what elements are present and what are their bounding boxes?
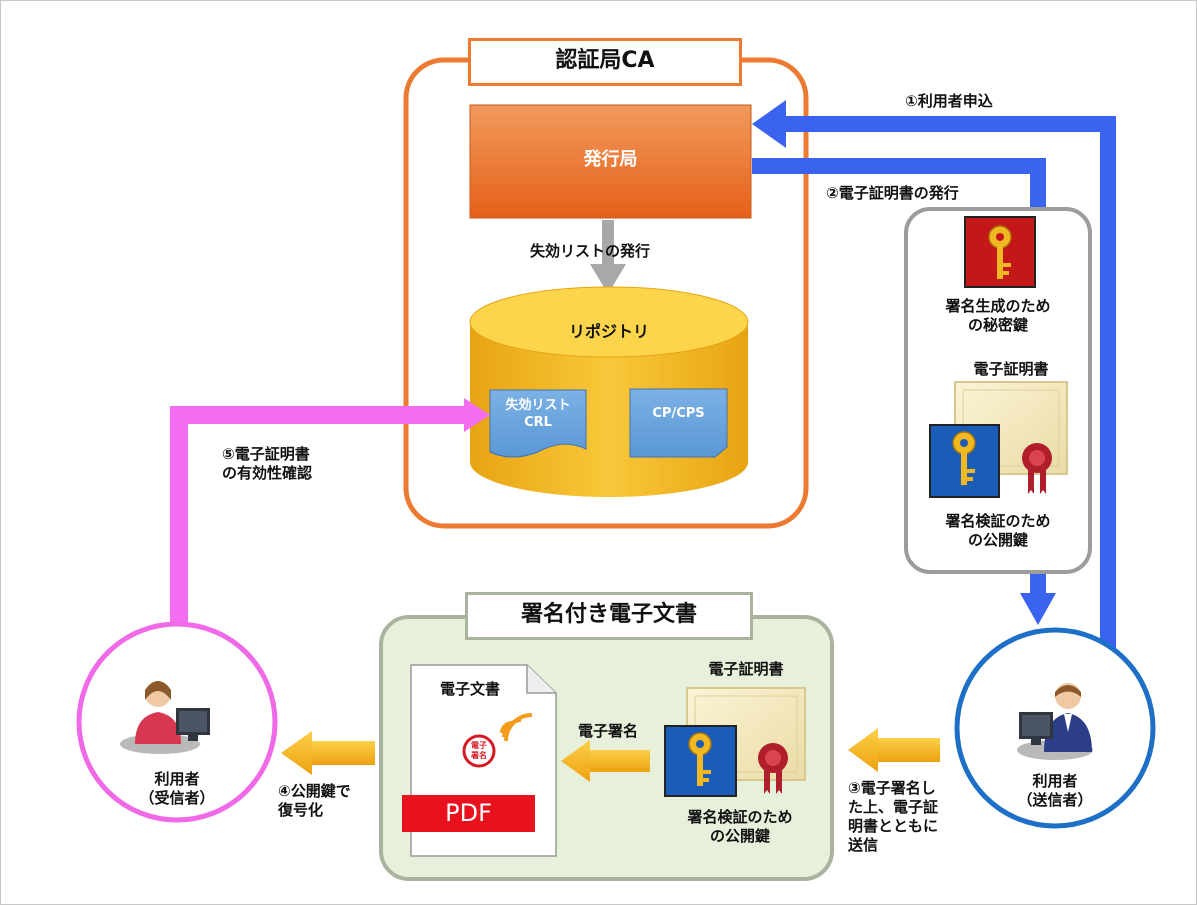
- sender-role: （送信者）: [1017, 791, 1093, 809]
- step3-line4: 送信: [848, 836, 879, 854]
- sender-public-key-line2: の公開鍵: [967, 531, 1028, 549]
- private-key-line2: の秘密鍵: [967, 316, 1028, 334]
- signed-public-key-line1: 署名検証のため: [687, 808, 793, 826]
- cpcps-document: [629, 388, 728, 458]
- private-key-icon: [964, 216, 1036, 288]
- signed-public-key-line2: の公開鍵: [709, 827, 770, 845]
- cpcps-doc-label: CP/CPS: [652, 406, 705, 421]
- receiver-role: （受信者）: [139, 789, 215, 807]
- signed-certificate-label: 電子証明書: [708, 660, 784, 678]
- document-label: 電子文書: [440, 680, 501, 698]
- crl-doc-line2: CRL: [524, 415, 552, 430]
- repository-label: リポジトリ: [568, 322, 649, 341]
- pink-arrow-validity-check: [170, 398, 490, 634]
- yellow-arrow-decrypt: [281, 731, 375, 775]
- step3-line1: ③電子署名し: [848, 779, 936, 797]
- pdf-label: PDF: [445, 799, 492, 827]
- signature-label: 電子署名: [578, 722, 639, 740]
- sender-public-key-line1: 署名検証のため: [945, 512, 1051, 530]
- step1-label: ①利用者申込: [905, 92, 993, 110]
- blue-arrow-application: [752, 100, 1116, 652]
- step2-label: ②電子証明書の発行: [826, 184, 959, 202]
- step5-line1: ⑤電子証明書: [222, 445, 310, 463]
- step3-line3: 明書とともに: [848, 817, 939, 835]
- issuer-box: [469, 104, 752, 219]
- crl-doc-line1: 失効リスト: [505, 398, 571, 413]
- private-key-line1: 署名生成のため: [945, 297, 1051, 315]
- sender-name: 利用者: [1032, 772, 1078, 790]
- issuer-label: 発行局: [583, 149, 638, 170]
- receiver-name: 利用者: [154, 770, 200, 788]
- ca-title: 認証局CA: [468, 38, 742, 86]
- sender-public-key-icon: [929, 424, 1000, 498]
- crl-document: [489, 389, 587, 458]
- yellow-arrow-signature: [561, 740, 650, 782]
- signed-document-title: 署名付き電子文書: [465, 592, 753, 640]
- step4-line1: ④公開鍵で: [278, 782, 351, 800]
- crl-issue-label: 失効リストの発行: [530, 242, 651, 260]
- step4-line2: 復号化: [278, 801, 324, 819]
- step5-line2: の有効性確認: [222, 464, 313, 482]
- signed-public-key-icon: [664, 725, 737, 797]
- yellow-arrow-send: [848, 728, 940, 772]
- sender-person-icon: [1017, 683, 1093, 760]
- stamp-line2: 署名: [471, 751, 487, 760]
- receiver-person-icon: [120, 681, 210, 754]
- blue-arrow-issue: [752, 158, 1056, 625]
- stamp-line1: 電子: [471, 741, 487, 750]
- crl-issue-arrow: [590, 220, 626, 294]
- step3-line2: た上、電子証: [848, 798, 939, 816]
- sender-certificate-label: 電子証明書: [973, 360, 1049, 378]
- pdf-document: [402, 664, 557, 857]
